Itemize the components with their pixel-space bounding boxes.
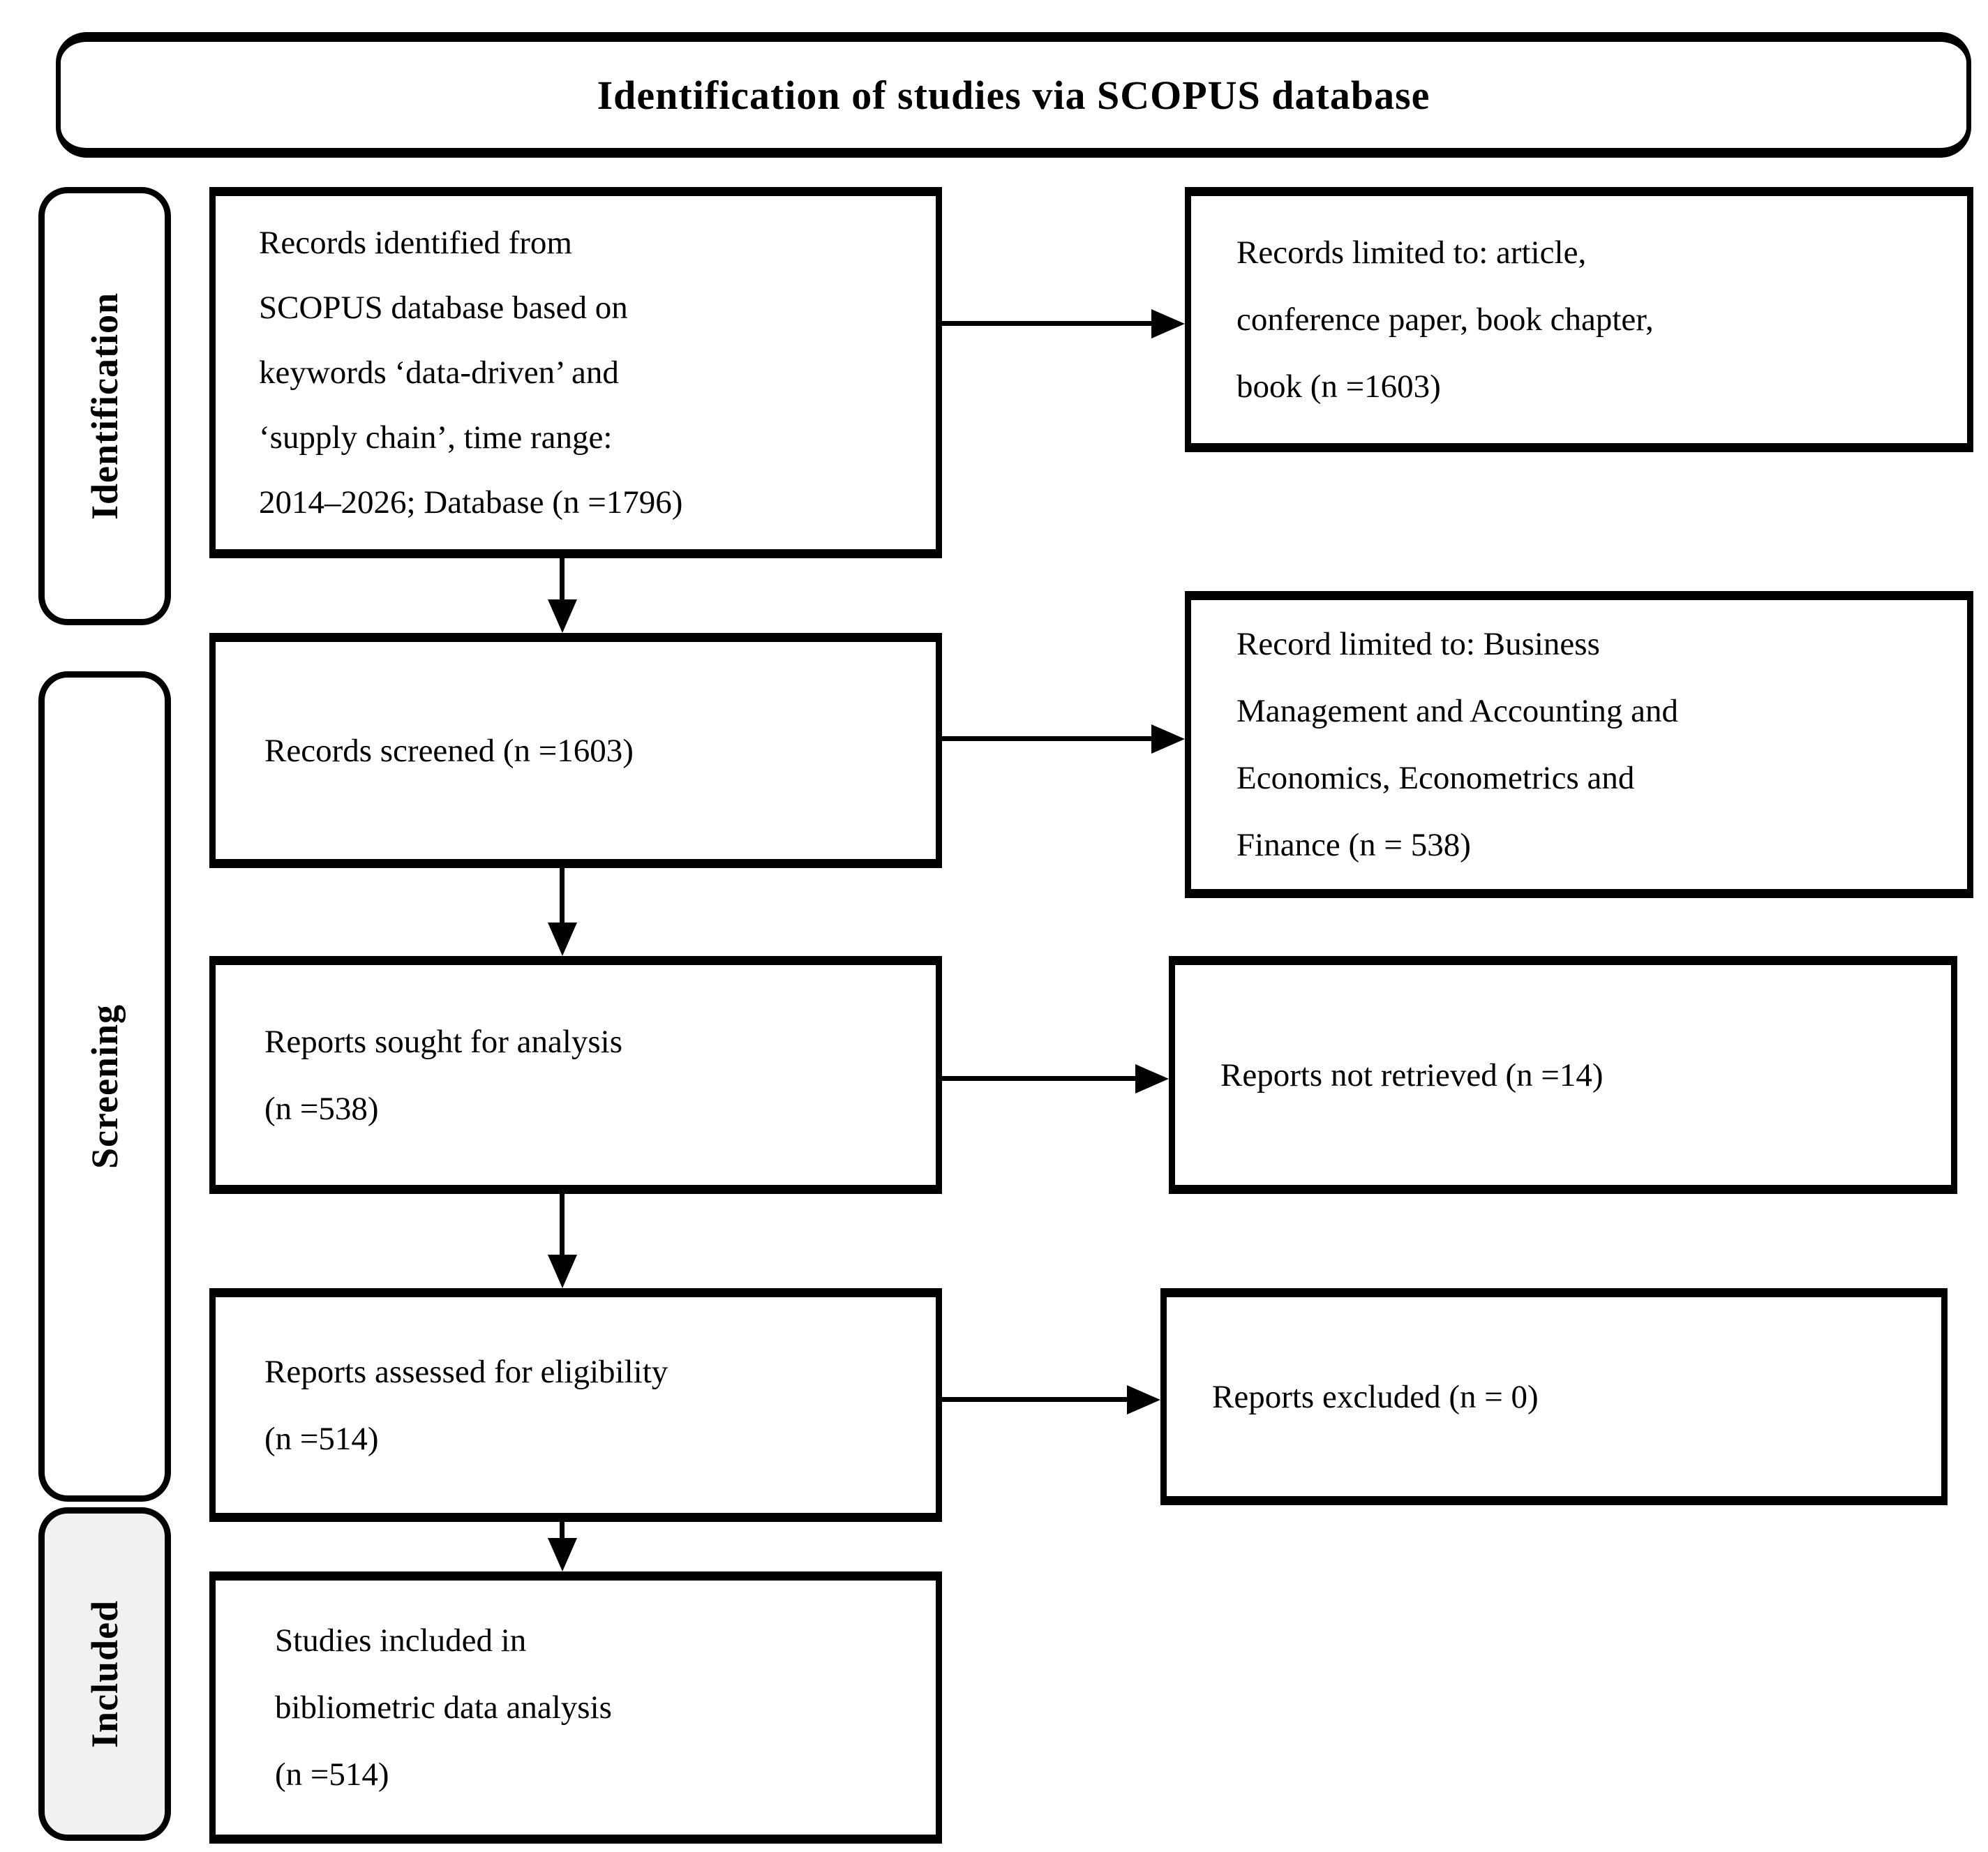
box-line: keywords ‘data-driven’ and [259, 354, 619, 391]
box-line: Records limited to: article, [1236, 234, 1587, 271]
box-line: (n =514) [264, 1420, 379, 1457]
box-line: bibliometric data analysis [275, 1689, 612, 1726]
box-studies-included: Studies included in bibliometric data an… [209, 1571, 942, 1844]
box-reports-not-retrieved: Reports not retrieved (n =14) [1169, 956, 1957, 1194]
box-line: Economics, Econometrics and [1236, 760, 1635, 796]
stage-label-identification-text: Identification [84, 292, 126, 521]
box-reports-excluded: Reports excluded (n = 0) [1160, 1288, 1948, 1505]
box-line: conference paper, book chapter, [1236, 301, 1654, 338]
box-line: Reports excluded (n = 0) [1212, 1378, 1539, 1415]
stage-label-identification: Identification [38, 187, 171, 625]
diagram-title-box: Identification of studies via SCOPUS dat… [56, 32, 1971, 158]
box-line: 2014–2026; Database (n =1796) [259, 484, 683, 521]
box-records-identified: Records identified from SCOPUS database … [209, 187, 942, 558]
diagram-title: Identification of studies via SCOPUS dat… [597, 72, 1430, 118]
box-line: book (n =1603) [1236, 368, 1441, 405]
box-line: (n =538) [264, 1090, 379, 1127]
box-reports-sought: Reports sought for analysis (n =538) [209, 956, 942, 1194]
box-line: Reports not retrieved (n =14) [1220, 1056, 1604, 1093]
box-line: Reports sought for analysis [264, 1023, 623, 1060]
box-line: Management and Accounting and [1236, 693, 1679, 729]
stage-label-screening-text: Screening [84, 1004, 126, 1169]
box-line: SCOPUS database based on [259, 289, 628, 326]
box-line: Records identified from [259, 224, 572, 261]
box-reports-assessed: Reports assessed for eligibility (n =514… [209, 1288, 942, 1522]
box-line: Record limited to: Business [1236, 626, 1600, 662]
stage-label-included: Included [38, 1507, 171, 1841]
box-line: Finance (n = 538) [1236, 827, 1471, 863]
box-line: Records screened (n =1603) [264, 732, 634, 769]
box-line: (n =514) [275, 1756, 389, 1793]
box-line: Studies included in [275, 1622, 527, 1659]
stage-label-included-text: Included [84, 1599, 126, 1749]
box-line: ‘supply chain’, time range: [259, 419, 613, 456]
box-records-limited: Records limited to: article, conference … [1185, 187, 1973, 452]
box-records-screened: Records screened (n =1603) [209, 633, 942, 868]
stage-label-screening: Screening [38, 671, 171, 1502]
box-record-limited-subject: Record limited to: Business Management a… [1185, 591, 1973, 898]
box-line: Reports assessed for eligibility [264, 1353, 668, 1390]
